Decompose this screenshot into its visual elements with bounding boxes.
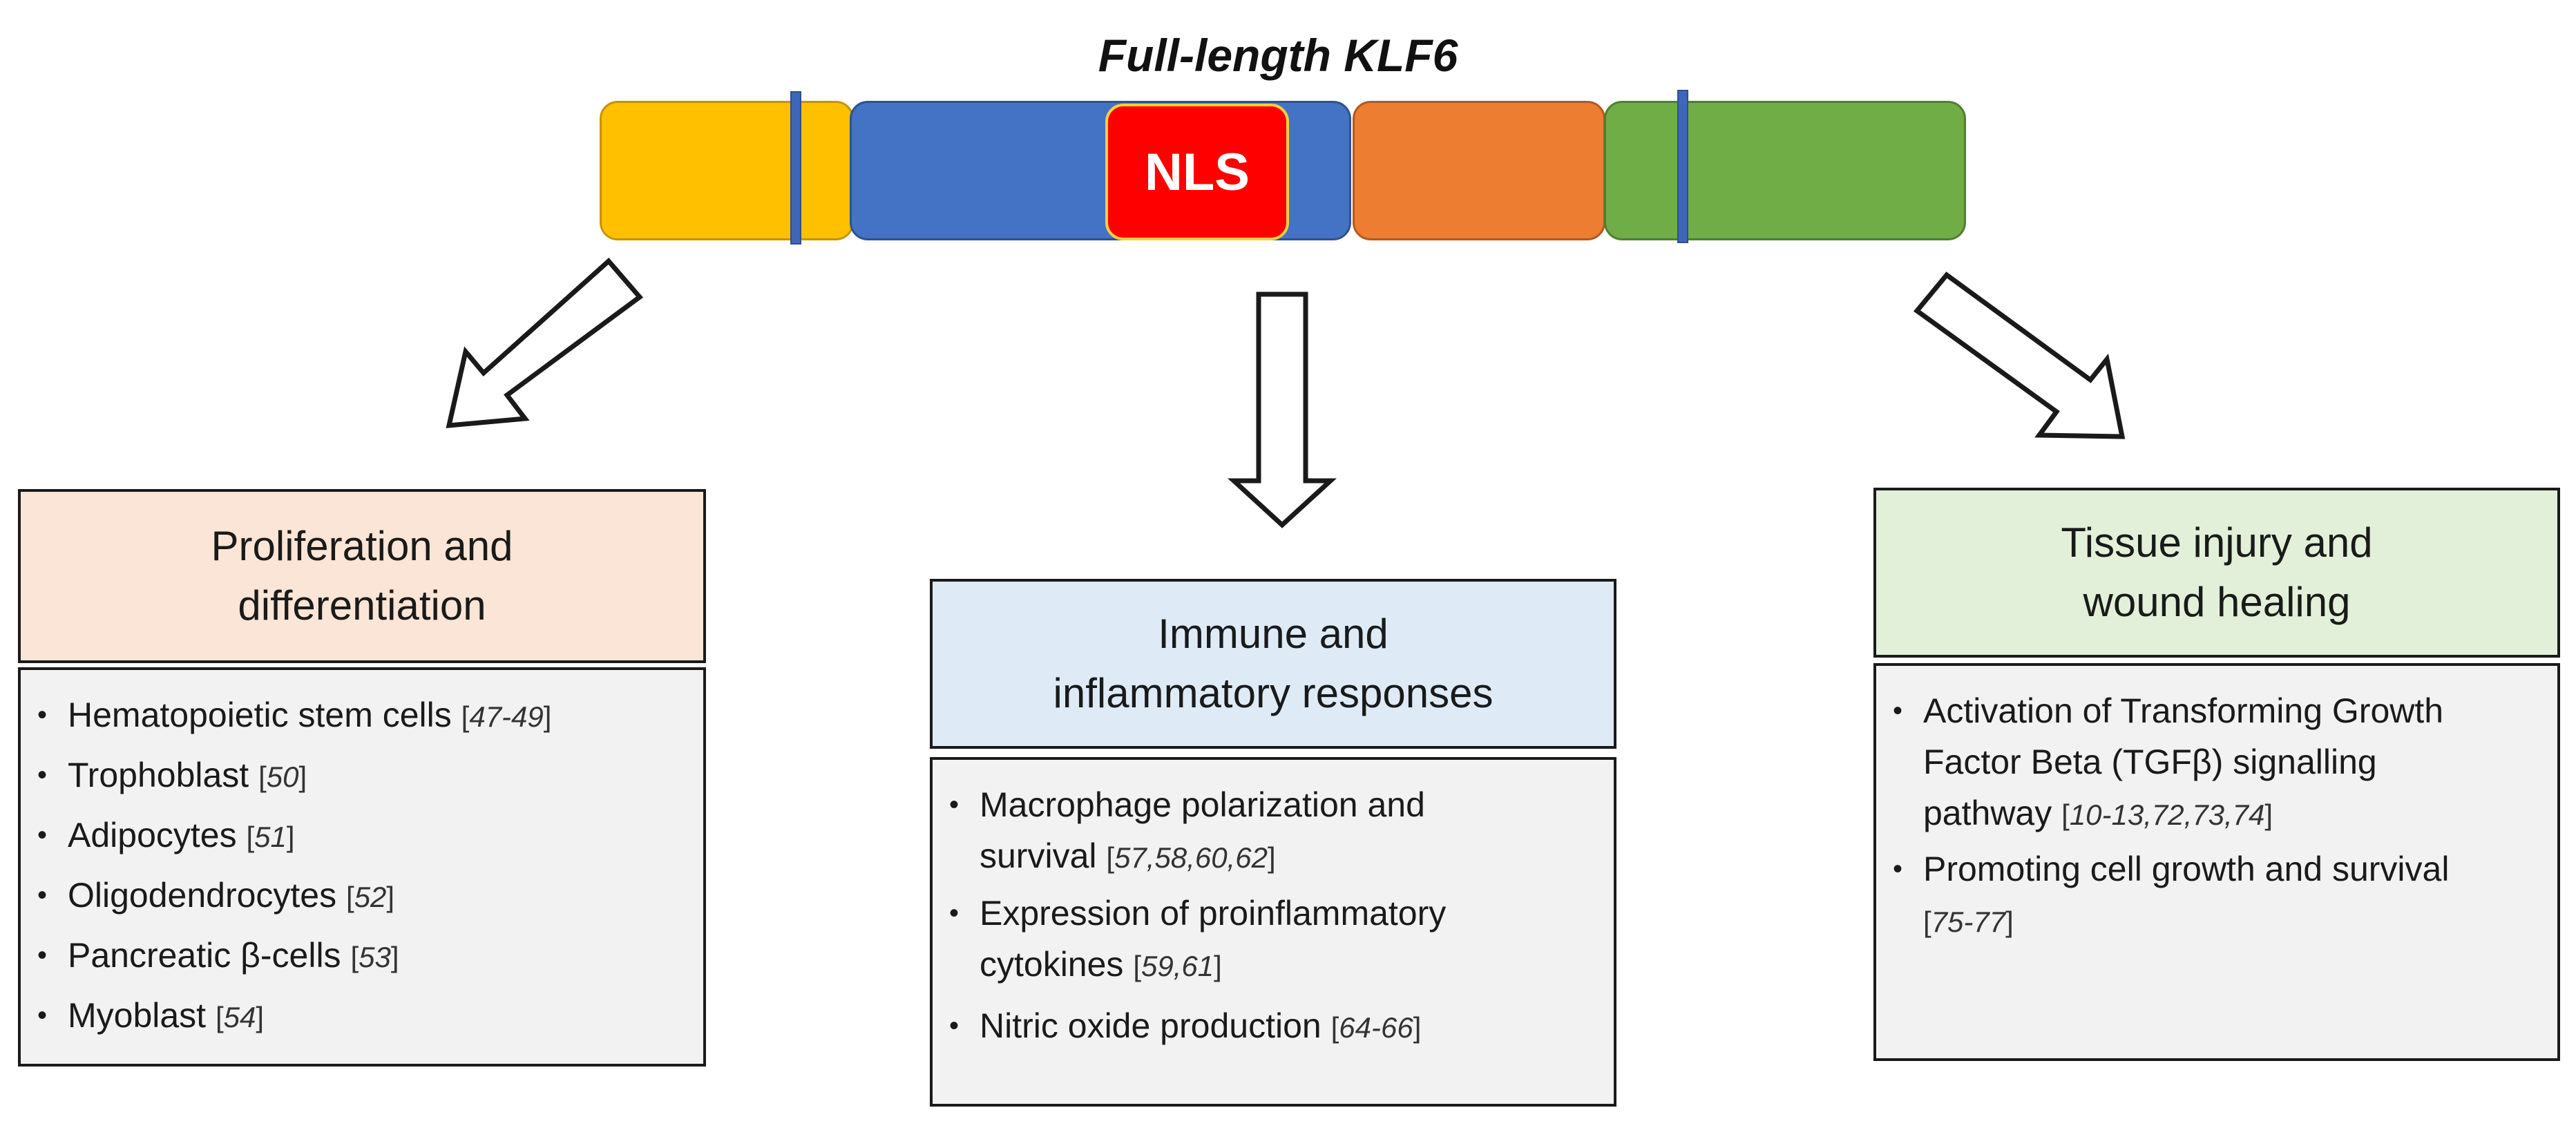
arrow-middle	[1227, 291, 1337, 528]
list-item: •Myoblast [54]	[37, 996, 265, 1035]
nls-domain: NLS	[1105, 104, 1289, 240]
arrow-right	[1913, 271, 2126, 439]
domain-marker-2	[1677, 90, 1688, 243]
domain-segment-orange	[1353, 101, 1605, 240]
right-heading-line1: Tissue injury and	[2061, 519, 2373, 566]
right-heading-line2: wound healing	[2083, 579, 2351, 625]
list-item: •Promoting cell growth and survival[75-7…	[1893, 850, 2450, 938]
arrow-left	[446, 258, 644, 428]
domain-segment-green	[1604, 101, 1966, 240]
left-heading-line1: Proliferation and	[211, 523, 513, 569]
left-heading-box: Proliferation and differentiation	[18, 489, 706, 663]
domain-marker-1	[790, 91, 801, 245]
list-item: •Nitric oxide production [64-66]	[949, 1006, 1422, 1045]
right-heading-box: Tissue injury and wound healing	[1873, 488, 2560, 658]
domain-segment-yellow	[600, 101, 854, 240]
list-item: •Pancreatic β-cells [53]	[37, 936, 399, 975]
list-item: •Oligodendrocytes [52]	[37, 876, 395, 915]
diagram-title: Full-length KLF6	[1098, 30, 1458, 81]
middle-heading-line2: inflammatory responses	[1053, 670, 1494, 716]
middle-heading-line1: Immune and	[1158, 611, 1389, 657]
list-item: •Adipocytes [51]	[37, 816, 295, 854]
left-heading-line2: differentiation	[238, 582, 486, 629]
left-list-box: •Hematopoietic stem cells [47-49] •Troph…	[18, 667, 706, 1067]
list-item: •Trophoblast [50]	[37, 756, 307, 794]
list-item: •Hematopoietic stem cells [47-49]	[37, 696, 552, 734]
middle-heading-box: Immune and inflammatory responses	[930, 579, 1616, 749]
